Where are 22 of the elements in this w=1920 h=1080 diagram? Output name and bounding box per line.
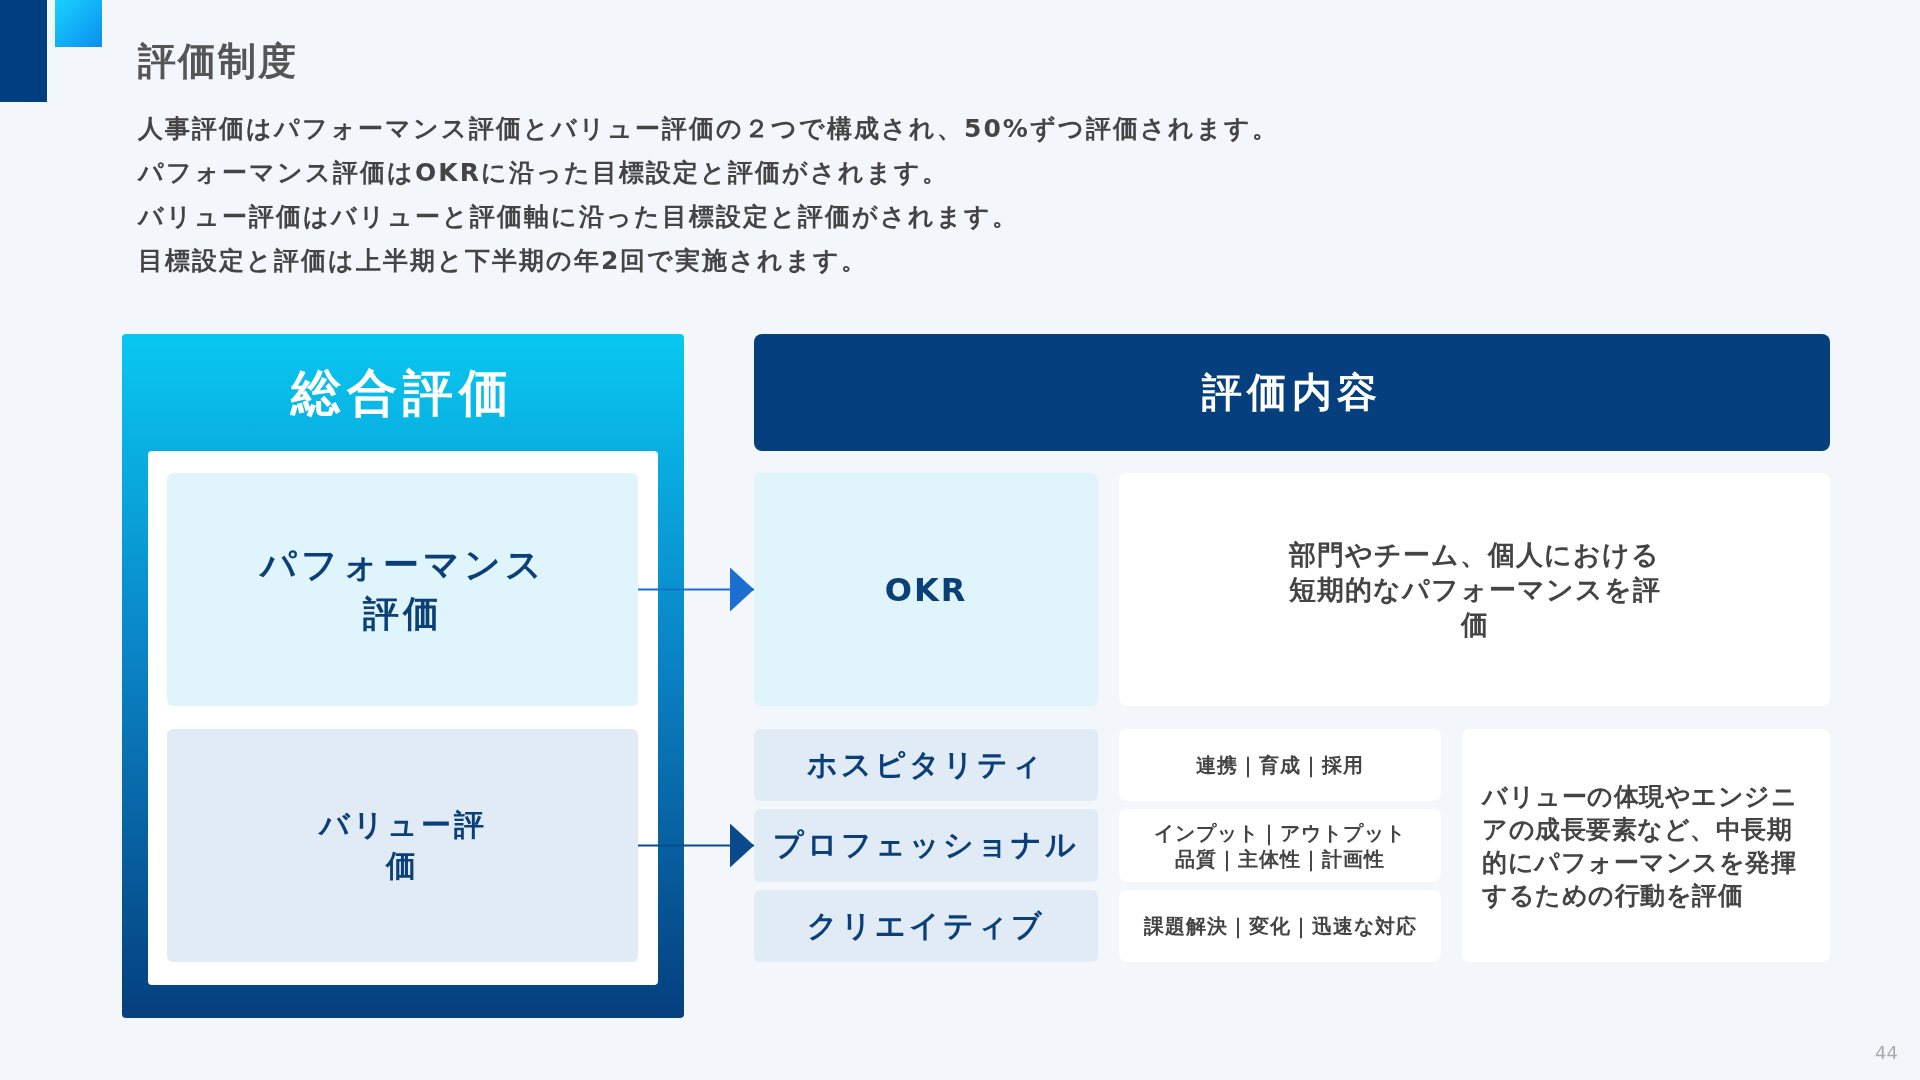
description-box: インプット｜アウトプット品質｜主体性｜計画性 [1119, 809, 1441, 882]
body-text: 人事評価はパフォーマンス評価とバリュー評価の２つで構成され、50%ずつ評価されます。 [138, 113, 1279, 145]
arrow [637, 567, 755, 612]
header-bar: 評価内容 [754, 334, 1830, 451]
page-title: 評価制度 [138, 38, 298, 85]
value-box: パフォーマンス評価 [167, 473, 638, 706]
page-number: 44 [1875, 1042, 1898, 1063]
value-box: OKR [754, 473, 1098, 706]
value-box: ホスピタリティ [754, 729, 1098, 801]
body-text: 目標設定と評価は上半期と下半期の年2回で実施されます。 [138, 245, 869, 277]
arrow [637, 823, 755, 868]
description-box: 連携｜育成｜採用 [1119, 729, 1441, 801]
description-box: 課題解決｜変化｜迅速な対応 [1119, 890, 1441, 962]
body-text: バリュー評価はバリューと評価軸に沿った目標設定と評価がされます。 [138, 201, 1019, 233]
body-text: パフォーマンス評価はOKRに沿った目標設定と評価がされます。 [138, 157, 949, 189]
description-box: バリューの体現やエンジニアの成長要素など、中長期的にパフォーマンスを発揮するための行動を評価 [1462, 729, 1830, 962]
description-box: 部門やチーム、個人における短期的なパフォーマンスを評価 [1119, 473, 1830, 706]
panel-heading: 総合評価 [291, 363, 515, 424]
panel [122, 334, 684, 1018]
value-box: バリュー評価 [167, 729, 638, 962]
value-box: クリエイティブ [754, 890, 1098, 962]
value-box: プロフェッショナル [754, 809, 1098, 882]
